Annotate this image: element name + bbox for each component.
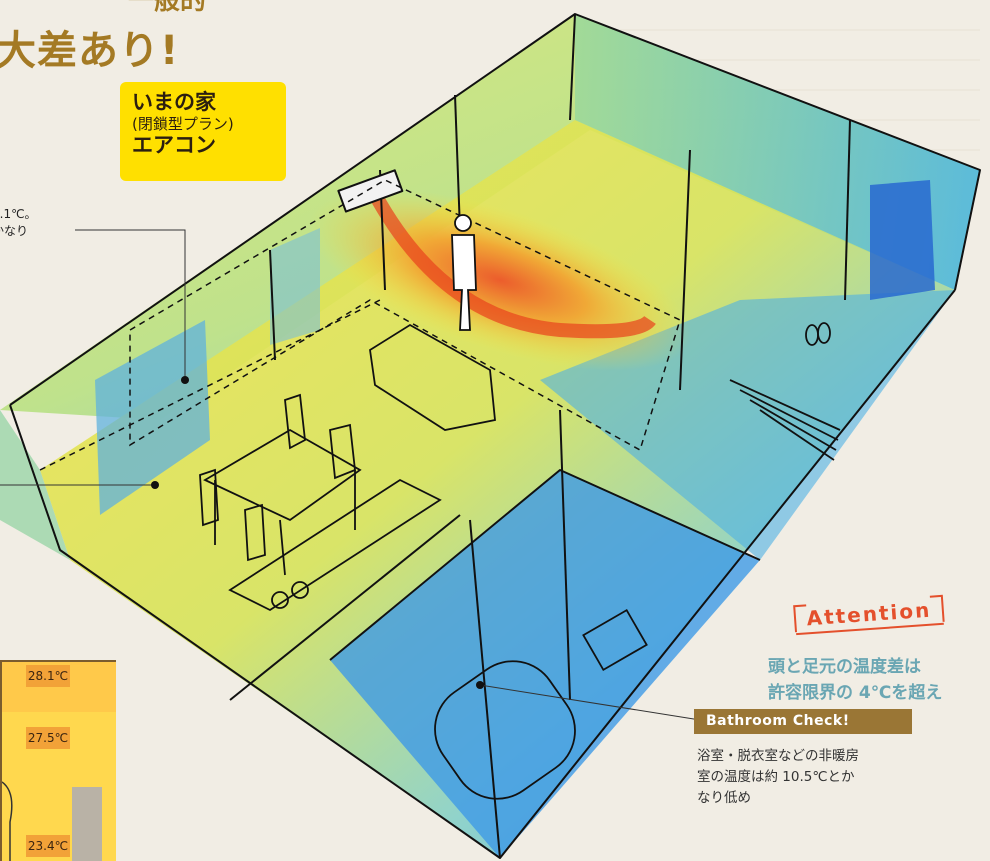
temperature-inset: 28.1℃ 27.5℃ 23.4℃ xyxy=(0,660,116,861)
badge-equipment: エアコン xyxy=(132,133,216,158)
bathroom-text-line2: 室の温度は約 10.5℃とか xyxy=(697,768,855,785)
headline: 大差あり! xyxy=(0,28,180,74)
left-note: 2.1℃。 かなり xyxy=(0,206,72,241)
floor xyxy=(40,120,955,858)
attention-bracket-icon xyxy=(793,594,945,636)
bathroom-floor xyxy=(330,470,760,858)
temp-tag-bottom: 23.4℃ xyxy=(26,835,70,857)
left-note-line2: かなり xyxy=(0,224,29,239)
attention-line2: 許容限界の 4℃を超え xyxy=(768,683,943,704)
bathroom-check-text: 浴室・脱衣室などの非暖房 室の温度は約 10.5℃とか なり低め xyxy=(697,746,922,809)
person-figure xyxy=(451,214,477,331)
headline-top-fragment: 一般的 xyxy=(128,0,207,16)
left-note-line1: 2.1℃。 xyxy=(0,207,37,221)
plan-badge: いまの家 (閉鎖型プラン) エアコン xyxy=(120,82,286,181)
temp-tag-top: 28.1℃ xyxy=(26,665,70,687)
attention-line1: 頭と足元の温度差は xyxy=(768,657,921,677)
badge-subtitle: (閉鎖型プラン) xyxy=(132,115,234,134)
door-right xyxy=(870,180,935,300)
temp-tag-middle: 27.5℃ xyxy=(26,727,70,749)
bathroom-text-line1: 浴室・脱衣室などの非暖房 xyxy=(697,748,859,764)
inset-illustration xyxy=(2,662,116,861)
attention-label: Attention xyxy=(786,591,952,638)
door-left xyxy=(95,320,210,515)
attention-message: 頭と足元の温度差は 許容限界の 4℃を超え xyxy=(768,654,942,707)
bathroom-check-heading: Bathroom Check! xyxy=(694,709,912,734)
warm-air-flow xyxy=(363,181,656,339)
bathroom-text-line3: なり低め xyxy=(697,789,751,806)
badge-title: いまの家 xyxy=(132,90,216,114)
